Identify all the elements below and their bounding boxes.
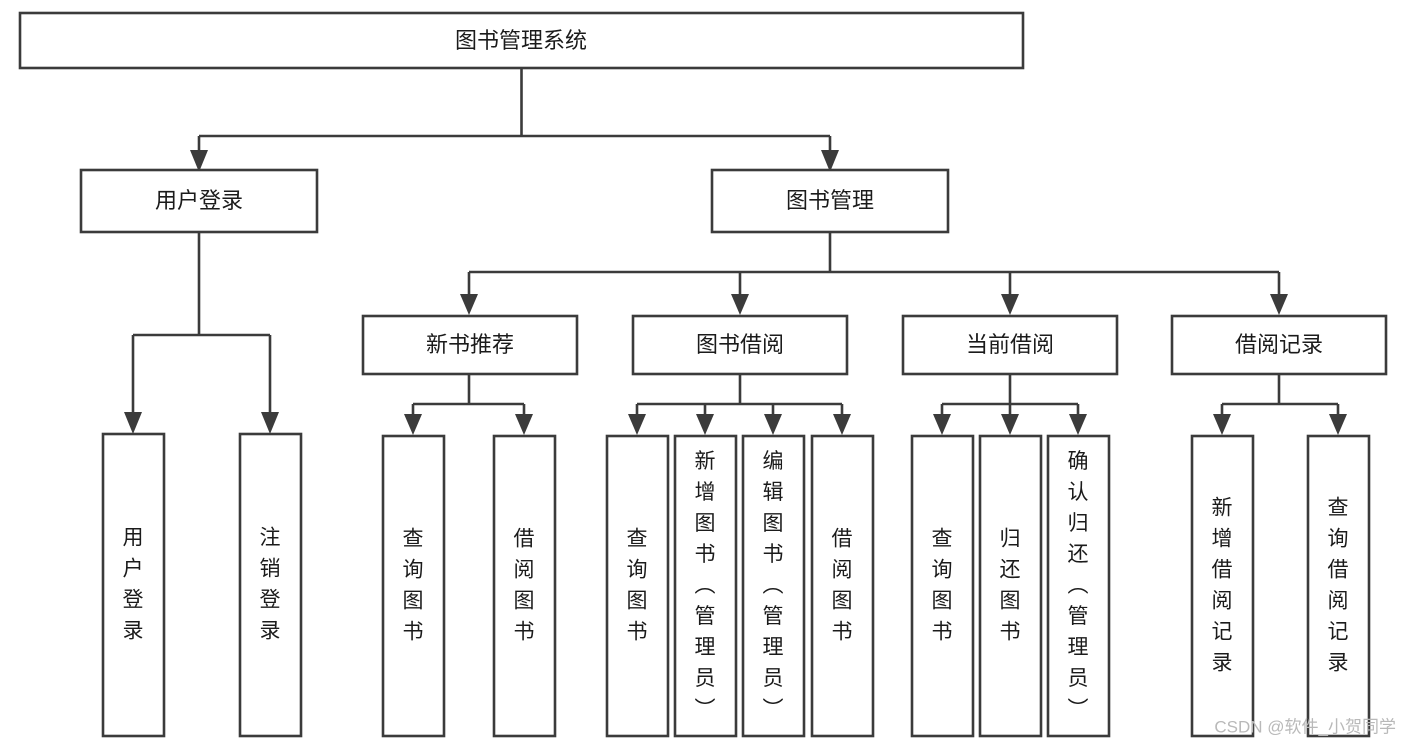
node-book-management-box[interactable] <box>710 168 950 234</box>
leaf-logout-label: 注销登录 <box>260 526 281 642</box>
node-root-label: 图书管理系统 <box>455 28 587 53</box>
leaf-borrowrecord-add-record-box[interactable] <box>1190 434 1255 738</box>
leaf-user-login-label: 用户登录 <box>123 526 144 642</box>
node-new-book-recommend[interactable]: 新书推荐 <box>361 314 579 376</box>
arrow-borrowrecord-leaf-2 <box>1329 414 1347 435</box>
leaf-currentborrow-query-book-label: 查询图书 <box>932 527 953 643</box>
node-root[interactable]: 图书管理系统 <box>18 11 1025 70</box>
node-book-borrow[interactable]: 图书借阅 <box>631 314 849 376</box>
node-user-login[interactable]: 用户登录 <box>79 168 319 234</box>
arrow-bookborrow-leaf-1 <box>628 414 646 435</box>
leaf-bookborrow-edit-book-label: 编辑图书︵管理员︶ <box>763 450 784 721</box>
node-user-login-label: 用户登录 <box>155 188 243 213</box>
leaf-bookborrow-borrow-book-label: 借阅图书 <box>832 527 853 643</box>
leaf-currentborrow-query-book[interactable]: 查询图书 <box>910 434 975 738</box>
node-borrow-record-label: 借阅记录 <box>1235 332 1323 357</box>
node-book-borrow-box[interactable] <box>631 314 849 376</box>
leaf-currentborrow-confirm-return-label: 确认归还︵管理员︶ <box>1068 450 1089 721</box>
arrow-bookborrow-leaf-2 <box>696 414 714 435</box>
leaf-currentborrow-confirm-return[interactable]: 确认归还︵管理员︶ <box>1046 434 1111 738</box>
node-current-borrow-label: 当前借阅 <box>966 332 1054 357</box>
arrow-currentborrow-leaf-3 <box>1069 414 1087 435</box>
node-root-box[interactable] <box>18 11 1025 70</box>
leaf-currentborrow-confirm-return-box[interactable] <box>1046 434 1111 738</box>
leaf-logout[interactable]: 注销登录 <box>238 432 303 738</box>
leaf-borrowrecord-query-record-label: 查询借阅记录 <box>1328 496 1349 674</box>
leaf-bookborrow-add-book[interactable]: 新增图书︵管理员︶ <box>673 434 738 738</box>
arrow-to-current-borrow <box>1001 294 1019 315</box>
leaf-currentborrow-return-book-box[interactable] <box>978 434 1043 738</box>
leaf-borrowrecord-query-record-box[interactable] <box>1306 434 1371 738</box>
leaf-bookborrow-borrow-book[interactable]: 借阅图书 <box>810 434 875 738</box>
node-book-borrow-label: 图书借阅 <box>696 332 784 357</box>
leaf-newbook-query-book[interactable]: 查询图书 <box>381 434 446 738</box>
arrowhead-layer <box>124 150 1347 435</box>
arrow-to-borrow-record <box>1270 294 1288 315</box>
arrow-borrowrecord-leaf-1 <box>1213 414 1231 435</box>
leaf-newbook-query-book-box[interactable] <box>381 434 446 738</box>
arrow-bookborrow-leaf-3 <box>764 414 782 435</box>
leaf-borrowrecord-add-record-label: 新增借阅记录 <box>1212 496 1233 674</box>
node-current-borrow-box[interactable] <box>901 314 1119 376</box>
arrow-to-book-mgmt <box>821 150 839 172</box>
arrow-to-book-borrow <box>731 294 749 315</box>
leaf-bookborrow-add-book-box[interactable] <box>673 434 738 738</box>
leaf-bookborrow-query-book-box[interactable] <box>605 434 670 738</box>
leaf-newbook-query-book-label: 查询图书 <box>403 527 424 643</box>
leaf-bookborrow-query-book[interactable]: 查询图书 <box>605 434 670 738</box>
arrow-to-user-login <box>190 150 208 172</box>
arrow-to-new-book-recommend <box>460 294 478 315</box>
node-book-management-label: 图书管理 <box>786 188 874 213</box>
node-new-book-recommend-label: 新书推荐 <box>426 332 514 357</box>
arrow-newbook-leaf-2 <box>515 414 533 435</box>
leaf-currentborrow-return-book[interactable]: 归还图书 <box>978 434 1043 738</box>
node-new-book-recommend-box[interactable] <box>361 314 579 376</box>
leaf-user-login-box[interactable] <box>101 432 166 738</box>
leaf-newbook-borrow-book-box[interactable] <box>492 434 557 738</box>
leaf-bookborrow-query-book-label: 查询图书 <box>627 527 648 643</box>
leaf-currentborrow-return-book-label: 归还图书 <box>1000 527 1021 643</box>
leaf-bookborrow-edit-book[interactable]: 编辑图书︵管理员︶ <box>741 434 806 738</box>
arrow-to-leaf-user-login <box>124 412 142 434</box>
leaf-newbook-borrow-book-label: 借阅图书 <box>514 527 535 643</box>
csdn-watermark: CSDN @软件_小贺同学 <box>1214 717 1396 736</box>
leaf-newbook-borrow-book[interactable]: 借阅图书 <box>492 434 557 738</box>
arrow-currentborrow-leaf-2 <box>1001 414 1019 435</box>
node-current-borrow[interactable]: 当前借阅 <box>901 314 1119 376</box>
arrow-currentborrow-leaf-1 <box>933 414 951 435</box>
node-user-login-box[interactable] <box>79 168 319 234</box>
leaf-currentborrow-query-book-box[interactable] <box>910 434 975 738</box>
leaf-bookborrow-add-book-label: 新增图书︵管理员︶ <box>695 450 716 721</box>
leaf-user-login[interactable]: 用户登录 <box>101 432 166 738</box>
arrow-to-leaf-logout <box>261 412 279 434</box>
leaf-bookborrow-borrow-book-box[interactable] <box>810 434 875 738</box>
node-book-management[interactable]: 图书管理 <box>710 168 950 234</box>
node-borrow-record-box[interactable] <box>1170 314 1388 376</box>
node-borrow-record[interactable]: 借阅记录 <box>1170 314 1388 376</box>
leaf-bookborrow-edit-book-box[interactable] <box>741 434 806 738</box>
arrow-bookborrow-leaf-4 <box>833 414 851 435</box>
leaf-borrowrecord-query-record[interactable]: 查询借阅记录 <box>1306 434 1371 738</box>
arrow-newbook-leaf-1 <box>404 414 422 435</box>
leaf-logout-box[interactable] <box>238 432 303 738</box>
leaf-borrowrecord-add-record[interactable]: 新增借阅记录 <box>1190 434 1255 738</box>
